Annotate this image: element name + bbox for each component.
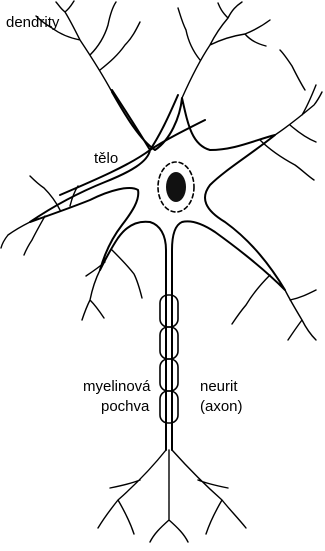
label-neurite-line-2: (axon)	[200, 398, 243, 416]
label-cell-body: tělo	[94, 150, 118, 168]
myelin-sheath	[160, 295, 178, 423]
axon-terminals	[98, 450, 246, 542]
dendrite-lower-left	[82, 250, 142, 320]
dendrite-lower-right	[232, 275, 316, 340]
dendrite-upper-right	[178, 2, 270, 98]
nucleus	[166, 172, 186, 202]
label-dendrites: dendrity	[6, 14, 59, 32]
dendrite-right	[260, 50, 322, 180]
label-neurite-line-1: neurit	[200, 378, 238, 396]
label-myelin-line-2: pochva	[101, 398, 149, 416]
label-myelin-line-1: myelinová	[83, 378, 151, 396]
